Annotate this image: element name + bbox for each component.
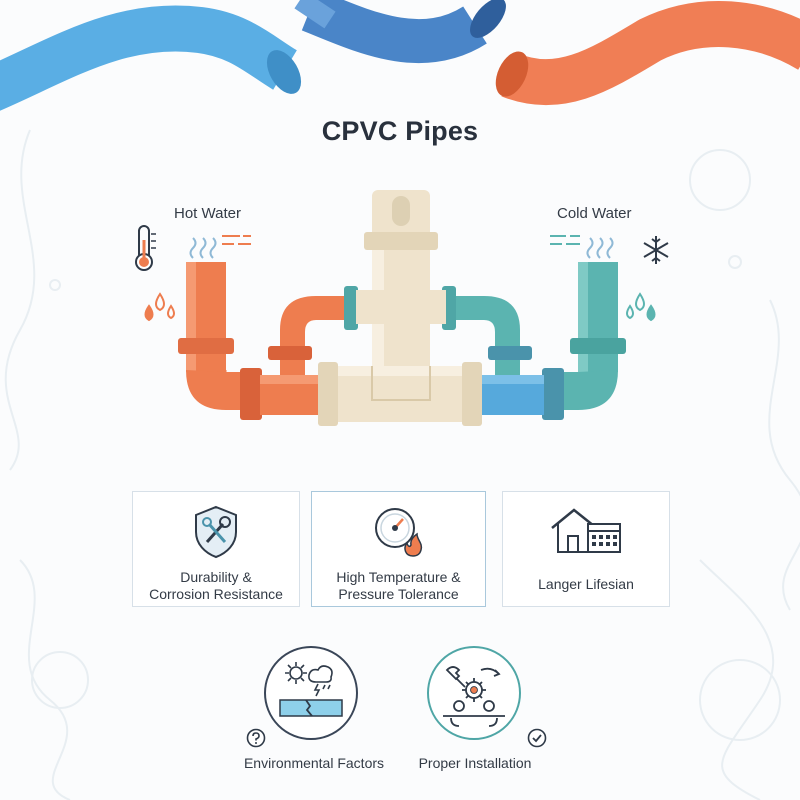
- card-temperature-line1: High Temperature &: [336, 569, 461, 585]
- card-temperature-line2: Pressure Tolerance: [338, 586, 459, 602]
- page-title: CPVC Pipes: [321, 116, 479, 146]
- heat-waves-icon: [189, 237, 217, 259]
- card-lifespan-line1: Langer Lifesian: [538, 576, 634, 592]
- card-durability-line2: Corrosion Resistance: [149, 586, 283, 602]
- cold-droplets-icon: [626, 292, 656, 322]
- snowflake-icon: [643, 236, 669, 264]
- proper-installation-label: Proper Installation: [418, 755, 532, 771]
- cold-water-label: Cold Water: [557, 205, 632, 222]
- card-temperature: High Temperature & Pressure Tolerance: [311, 491, 486, 607]
- thermometer-icon: [135, 225, 156, 271]
- gauge-flame-icon: [374, 508, 422, 557]
- tools-gears-icon: [443, 666, 505, 727]
- weather-crack-icon: [279, 662, 343, 717]
- top-pipe-orange: [495, 1, 800, 106]
- environmental-factors-label: Environmental Factors: [243, 755, 385, 771]
- background-swirls: [4, 129, 800, 800]
- top-pipe-darkblue: [294, 0, 506, 64]
- hot-water-label: Hot Water: [174, 205, 241, 222]
- hot-droplets-icon: [144, 292, 175, 322]
- environmental-circle: [264, 646, 358, 740]
- card-lifespan: Langer Lifesian: [502, 491, 670, 607]
- top-pipe-blue-left: [0, 5, 302, 111]
- card-durability: Durability & Corrosion Resistance: [132, 491, 300, 607]
- cold-waves-icon: [586, 237, 614, 259]
- cold-lines-icon: [550, 235, 580, 245]
- shield-tools-icon: [195, 505, 237, 559]
- house-calendar-icon: [551, 508, 621, 553]
- installation-circle: [427, 646, 521, 740]
- question-icon: [246, 728, 266, 748]
- check-icon: [527, 728, 547, 748]
- pipe-assembly: [178, 190, 626, 426]
- hot-lines-icon: [222, 235, 251, 245]
- card-durability-line1: Durability &: [180, 569, 252, 585]
